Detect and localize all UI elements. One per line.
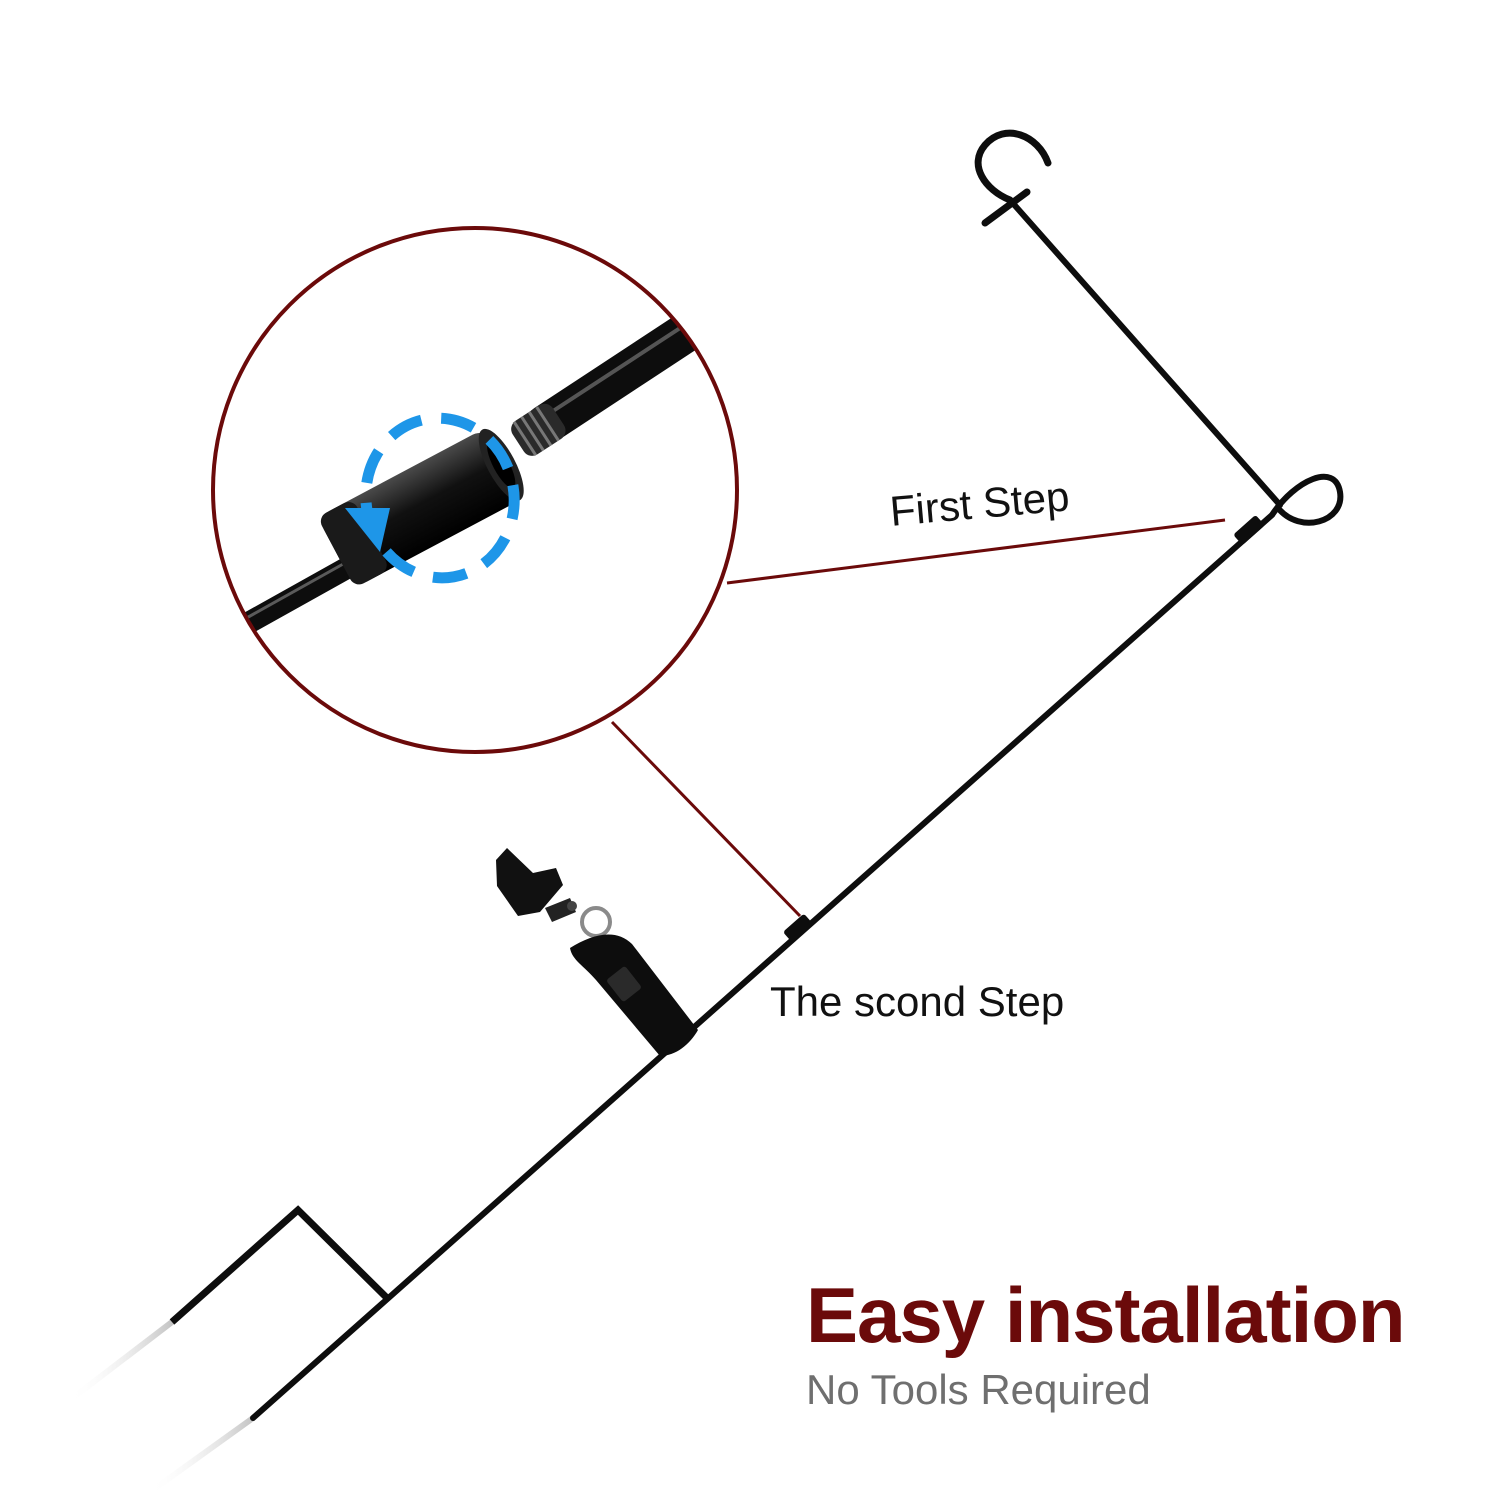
stake-tip-right <box>147 1415 256 1495</box>
first-step-connector <box>726 518 1226 585</box>
main-pole <box>250 512 1275 1421</box>
anti-wind-clip <box>496 848 612 938</box>
flag-arm <box>1007 197 1283 508</box>
stake-tip-left <box>67 1319 175 1403</box>
hook-stopper <box>981 188 1031 227</box>
velcro-strap <box>570 934 698 1056</box>
upper-joint-sleeve <box>1234 516 1264 544</box>
top-hook <box>974 129 1052 204</box>
heading-subtitle: No Tools Required <box>806 1366 1151 1413</box>
second-step-label: The scond Step <box>770 978 1065 1025</box>
lower-joint-sleeve <box>784 914 812 942</box>
pole-end-loop <box>1269 473 1344 526</box>
second-step-connector <box>610 720 802 918</box>
zoom-detail <box>213 228 737 752</box>
heading-title: Easy installation <box>806 1271 1406 1359</box>
ground-stake-fork <box>169 1205 389 1325</box>
zoom-circle-border <box>211 226 739 754</box>
rotate-arrow-icon <box>345 412 520 584</box>
